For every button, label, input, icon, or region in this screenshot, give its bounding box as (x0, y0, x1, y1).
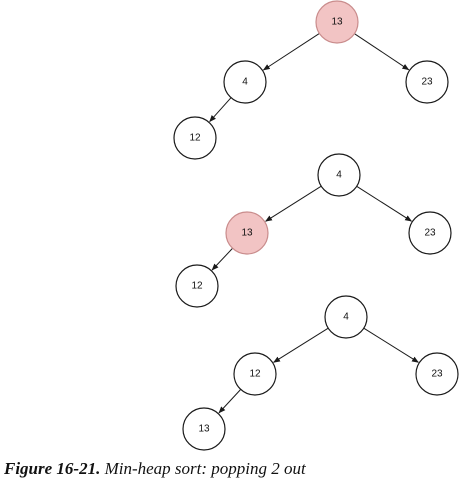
heap-tree-1: 13 4 23 12 (173, 0, 449, 160)
tree-edge (211, 247, 233, 271)
node-label: 4 (336, 170, 342, 181)
node-label: 4 (242, 77, 248, 88)
heap-node: 4 (223, 60, 267, 104)
figure-title: Min-heap sort: popping 2 out (104, 459, 306, 478)
tree-edge (354, 33, 410, 71)
node-label: 13 (331, 17, 343, 28)
heap-node: 23 (415, 352, 459, 396)
tree-edge (273, 327, 329, 363)
node-circle (225, 211, 269, 255)
heap-node: 12 (233, 352, 277, 396)
node-label: 12 (191, 281, 203, 292)
heap-node: 12 (173, 116, 217, 160)
node-label: 13 (198, 424, 210, 435)
heap-tree-3: 4 12 23 13 (182, 295, 459, 451)
heap-diagram: 13 4 23 12 4 13 23 12 4 12 23 13 (173, 0, 459, 451)
figure-caption: Figure 16-21. Min-heap sort: popping 2 o… (4, 459, 306, 479)
heap-tree-2: 4 13 23 12 (175, 153, 452, 308)
heap-node: 12 (175, 264, 219, 308)
heap-node-highlighted: 13 (315, 0, 359, 44)
node-label: 13 (241, 228, 253, 239)
node-circle (408, 211, 452, 255)
heap-node: 13 (182, 407, 226, 451)
heap-node-highlighted: 13 (225, 211, 269, 255)
tree-edge (218, 389, 242, 414)
node-label: 23 (421, 77, 433, 88)
node-label: 23 (424, 228, 436, 239)
tree-edge (265, 185, 322, 222)
heap-node: 23 (405, 60, 449, 104)
tree-edge (209, 97, 232, 123)
heap-node: 4 (317, 153, 361, 197)
tree-edge (356, 185, 413, 222)
node-circle (317, 153, 361, 197)
node-circle (233, 352, 277, 396)
node-circle (182, 407, 226, 451)
node-label: 4 (343, 312, 349, 323)
heap-node: 23 (408, 211, 452, 255)
node-circle (324, 295, 368, 339)
node-label: 23 (431, 369, 443, 380)
node-circle (173, 116, 217, 160)
figure-number: Figure 16-21. (4, 459, 101, 478)
node-circle (405, 60, 449, 104)
node-circle (415, 352, 459, 396)
node-circle (315, 0, 359, 44)
node-label: 12 (189, 133, 201, 144)
heap-node: 4 (324, 295, 368, 339)
node-label: 12 (249, 369, 261, 380)
tree-edge (262, 33, 320, 71)
tree-edge (363, 327, 419, 363)
node-circle (175, 264, 219, 308)
node-circle (223, 60, 267, 104)
